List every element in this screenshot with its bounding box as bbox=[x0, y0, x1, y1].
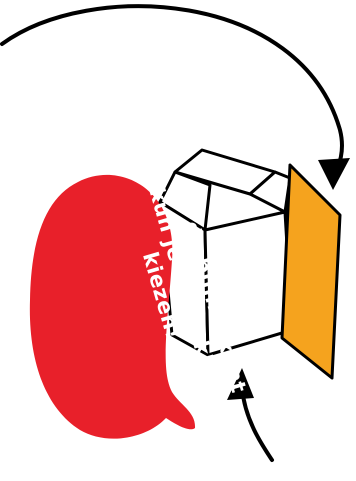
orange-panel-icon bbox=[282, 165, 340, 378]
curved-arrow-top-icon bbox=[2, 6, 350, 190]
